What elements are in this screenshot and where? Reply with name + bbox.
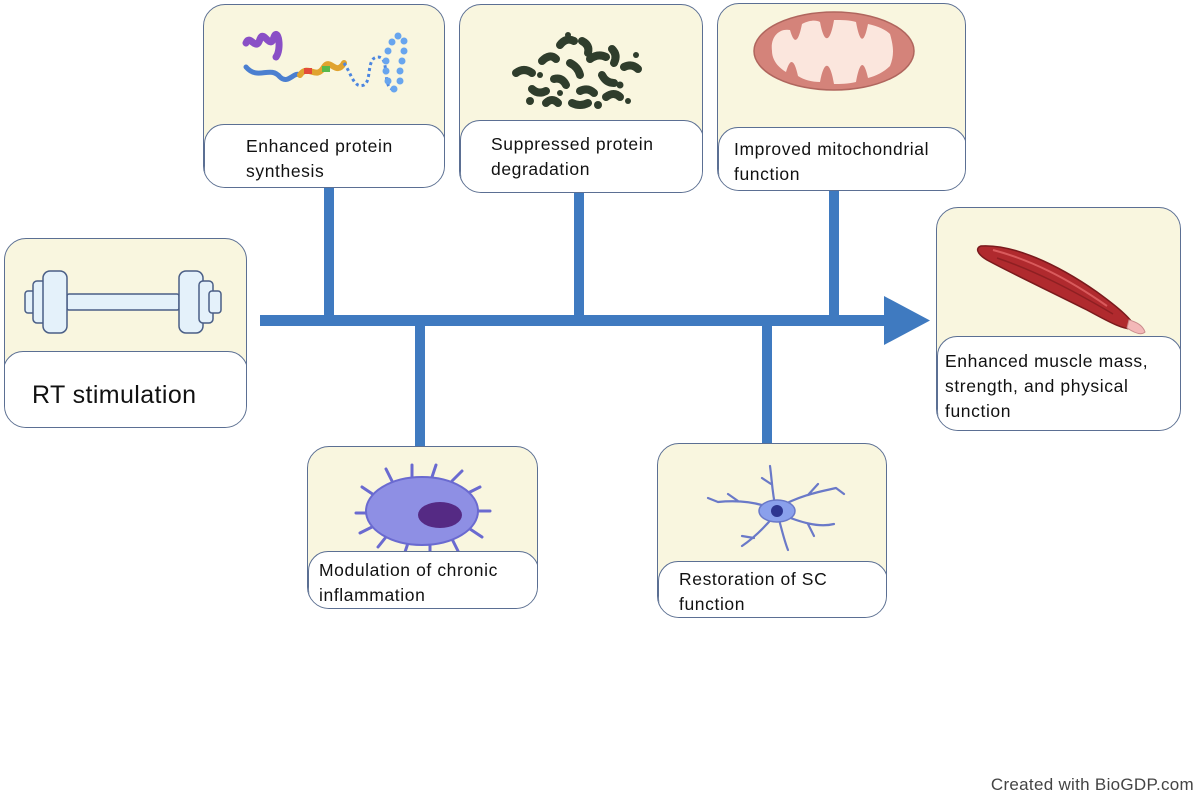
protein-fragments-icon	[512, 32, 642, 109]
credit-text: Created with BioGDP.com	[990, 775, 1194, 794]
dumbbell-icon	[24, 270, 222, 334]
satellite-cell-label: Restoration of SC function	[658, 561, 886, 617]
satellite-cell-icon	[706, 464, 846, 552]
start-label: RT stimulation	[5, 351, 246, 427]
inflammation-label: Modulation of chronic inflammation	[308, 551, 537, 608]
satellite-cell-card: Restoration of SC function	[657, 443, 887, 618]
protein-ribbon-icon	[242, 31, 408, 93]
mitochondrial-label: Improved mitochondrial function	[718, 127, 965, 190]
protein-synthesis-card: Enhanced protein synthesis	[203, 4, 445, 188]
macrophage-icon	[354, 463, 492, 557]
inflammation-card: Modulation of chronic inflammation	[307, 446, 538, 609]
branch-mitochondrial	[829, 190, 839, 321]
protein-synthesis-label: Enhanced protein synthesis	[204, 124, 444, 187]
start-card: RT stimulation	[4, 238, 247, 428]
protein-degradation-card: Suppressed protein degradation	[459, 4, 703, 193]
mitochondrion-icon	[753, 11, 915, 91]
branch-protein-synthesis	[324, 186, 334, 321]
branch-satellite-cell	[762, 320, 772, 443]
mitochondrial-card: Improved mitochondrial function	[717, 3, 966, 191]
outcome-label: Enhanced muscle mass, strength, and phys…	[937, 336, 1180, 430]
branch-inflammation	[415, 320, 425, 447]
muscle-icon	[976, 245, 1146, 335]
branch-protein-degradation	[574, 191, 584, 321]
outcome-card: Enhanced muscle mass, strength, and phys…	[936, 207, 1181, 431]
protein-degradation-label: Suppressed protein degradation	[460, 120, 702, 192]
main-arrow-head	[884, 296, 930, 345]
